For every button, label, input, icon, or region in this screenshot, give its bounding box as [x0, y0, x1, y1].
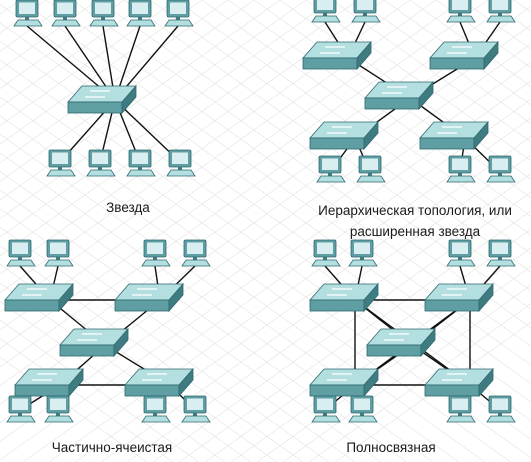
computer-icon [351, 0, 381, 23]
computer-icon [446, 0, 476, 23]
network-switch-icon [309, 367, 379, 398]
caption-hierarchical-line2: расширенная звезда [349, 224, 481, 239]
computer-icon [6, 395, 36, 423]
computer-icon [311, 0, 341, 23]
network-switch-icon [429, 40, 499, 71]
computer-icon [51, 0, 81, 27]
computer-icon [446, 239, 476, 267]
network-switch-icon [124, 367, 194, 398]
computer-icon [126, 149, 156, 177]
computer-icon [311, 239, 341, 267]
computer-icon [6, 239, 36, 267]
computer-icon [348, 395, 378, 423]
computer-icon [181, 395, 211, 423]
computer-icon [141, 395, 171, 423]
network-switch-icon [302, 40, 372, 71]
computer-icon [89, 0, 119, 27]
caption-hierarchical-line1: Иерархическая топология, или [318, 203, 512, 218]
network-switch-icon [364, 80, 434, 111]
network-switch-icon [114, 282, 184, 313]
network-switch-icon [67, 84, 137, 115]
computer-icon [316, 155, 346, 183]
network-switch-icon [14, 367, 84, 398]
computer-icon [348, 239, 378, 267]
computer-icon [311, 395, 341, 423]
computer-icon [181, 239, 211, 267]
computer-icon [356, 155, 386, 183]
network-switch-icon [309, 282, 379, 313]
computer-icon [126, 0, 156, 27]
caption-partial-mesh: Частично-ячеистая [51, 440, 173, 455]
computer-icon [164, 0, 194, 27]
network-switch-icon [419, 120, 489, 151]
caption-star: Звезда [106, 200, 150, 215]
network-switch-icon [424, 367, 494, 398]
computer-icon [86, 149, 116, 177]
network-switch-icon [4, 282, 74, 313]
computer-icon [486, 0, 516, 23]
computer-icon [446, 395, 476, 423]
computer-icon [486, 239, 516, 267]
network-switch-icon [424, 282, 494, 313]
network-devices [4, 0, 516, 423]
computer-icon [44, 395, 74, 423]
computer-icon [46, 149, 76, 177]
computer-icon [44, 239, 74, 267]
caption-full-mesh: Полносвязная [346, 440, 436, 455]
computer-icon [486, 395, 516, 423]
computer-icon [141, 239, 171, 267]
computer-icon [486, 155, 516, 183]
network-switch-icon [366, 327, 436, 358]
computer-icon [166, 149, 196, 177]
computer-icon [13, 0, 43, 27]
computer-icon [446, 155, 476, 183]
network-switch-icon [309, 120, 379, 151]
network-switch-icon [59, 327, 129, 358]
